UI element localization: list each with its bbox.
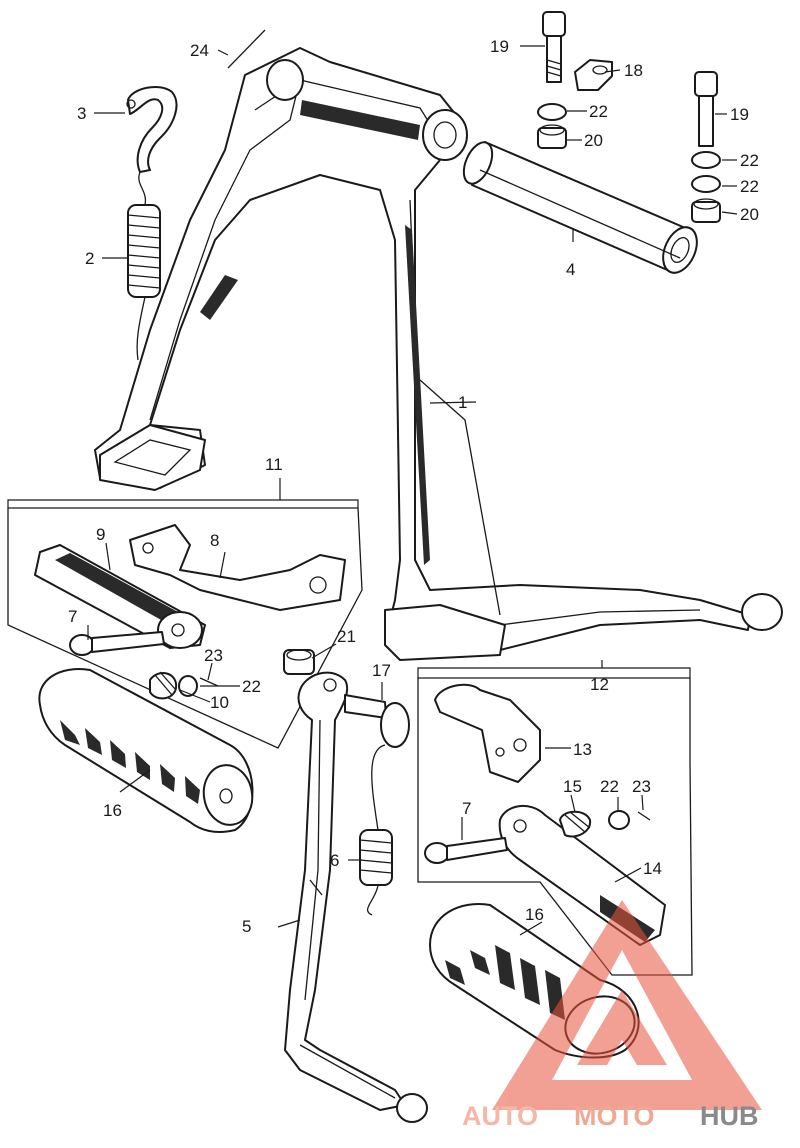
cotter-23b (637, 811, 651, 821)
hook-plate-3 (126, 85, 178, 173)
callout-10: 10 (210, 693, 229, 712)
washer-22b (691, 151, 721, 169)
spring-6 (359, 744, 393, 916)
pin-7b (424, 837, 508, 864)
cotter-23a (199, 677, 219, 687)
callout-4: 4 (566, 260, 575, 279)
callout-9: 9 (96, 525, 105, 544)
washer-22a (537, 103, 567, 121)
callout-17: 17 (372, 661, 391, 680)
washer-22e (608, 810, 630, 830)
callout-labels: 1 2 3 4 5 6 7 7 8 9 10 11 12 13 14 15 16… (68, 37, 759, 936)
callout-22c: 22 (740, 177, 759, 196)
callout-1: 1 (458, 393, 467, 412)
callout-16a: 16 (103, 801, 122, 820)
callout-8: 8 (210, 531, 219, 550)
bolt-19b (694, 71, 718, 147)
bracket-13 (434, 683, 541, 783)
callout-7b: 7 (462, 799, 471, 818)
callout-6: 6 (330, 851, 339, 870)
callout-22a: 22 (589, 102, 608, 121)
callout-23a: 23 (204, 646, 223, 665)
callout-7a: 7 (68, 607, 77, 626)
callout-19b: 19 (730, 105, 749, 124)
leader-lines (87, 45, 738, 936)
callout-20b: 20 (740, 205, 759, 224)
nut-21 (283, 649, 315, 675)
pin-7a (69, 631, 165, 656)
pin-24 (227, 29, 266, 69)
callout-19a: 19 (490, 37, 509, 56)
callout-13: 13 (573, 740, 592, 759)
callout-22d: 22 (242, 677, 261, 696)
footrest-bar-9 (34, 544, 206, 649)
callout-22e: 22 (600, 777, 619, 796)
watermark-logo: AUTO MOTO HUB (462, 900, 762, 1131)
callout-14: 14 (643, 859, 662, 878)
bracket-8 (129, 524, 346, 611)
watermark-auto: AUTO (462, 1101, 538, 1131)
callout-21: 21 (337, 627, 356, 646)
callout-20a: 20 (584, 131, 603, 150)
rubber-16a (38, 668, 254, 833)
bolt-19a (542, 11, 566, 83)
callout-15: 15 (563, 777, 582, 796)
callout-18: 18 (624, 61, 643, 80)
group-box-11 (7, 507, 363, 749)
washer-22c (691, 175, 721, 193)
nut-20b (691, 198, 721, 223)
callout-23b: 23 (632, 777, 651, 796)
group-bracket-12 (417, 660, 691, 678)
main-stand (94, 47, 783, 661)
watermark-hub: HUB (700, 1101, 759, 1131)
triangle-logo-icon (492, 900, 762, 1110)
callout-22b: 22 (740, 151, 759, 170)
group-bracket-11 (7, 478, 359, 508)
callout-24: 24 (190, 41, 209, 60)
callout-11: 11 (265, 455, 283, 474)
spring-2 (127, 171, 161, 361)
callout-5: 5 (242, 917, 251, 936)
bolt-17 (344, 694, 410, 748)
callout-3: 3 (77, 104, 86, 123)
callout-16b: 16 (525, 905, 544, 924)
watermark-moto: MOTO (574, 1101, 655, 1131)
shaft-4 (462, 141, 698, 274)
spring-10 (149, 671, 178, 700)
callout-2: 2 (85, 249, 94, 268)
side-stand-5 (284, 671, 428, 1123)
nut-20a (537, 124, 567, 149)
spring-15 (559, 810, 592, 838)
callout-12: 12 (590, 675, 609, 694)
bracket-18 (574, 59, 613, 91)
